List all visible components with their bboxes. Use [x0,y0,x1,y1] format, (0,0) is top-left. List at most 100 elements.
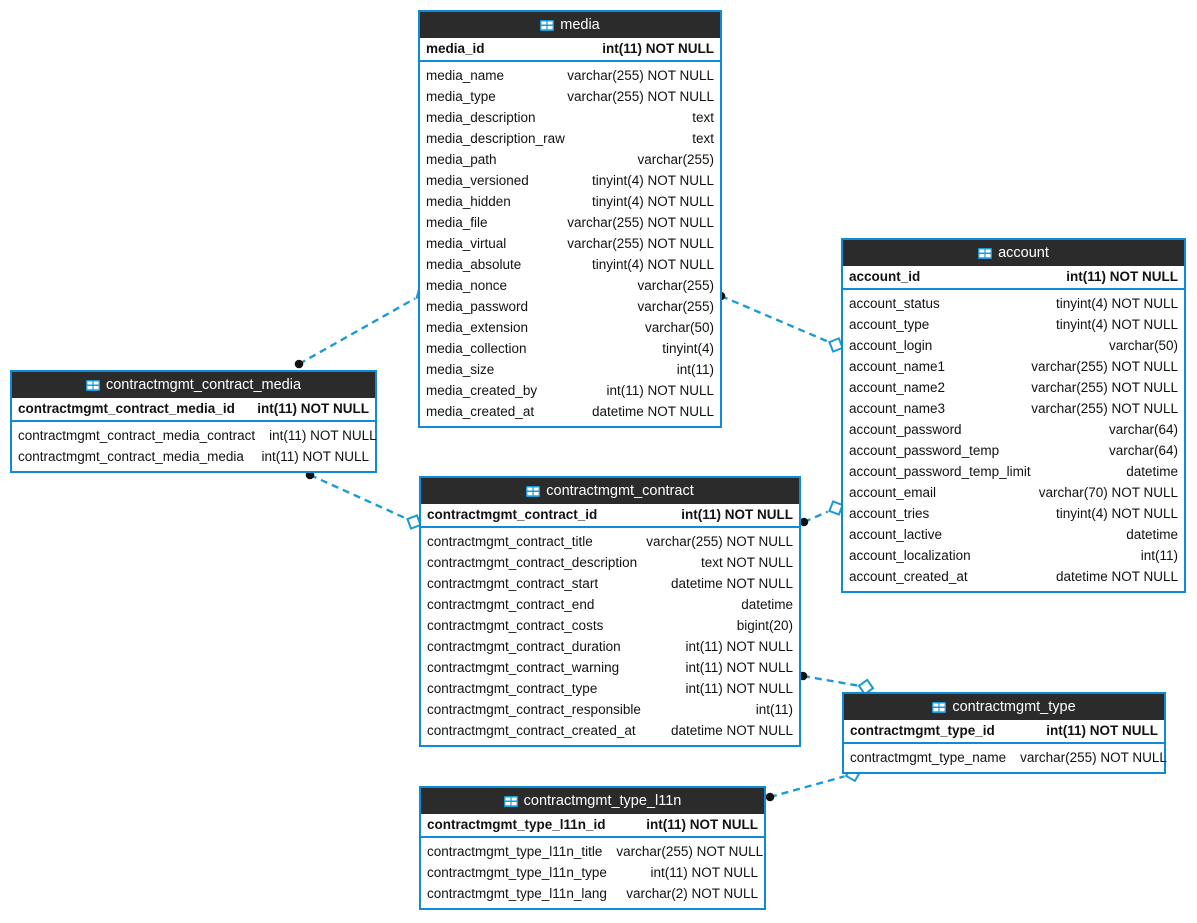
column-type: varchar(255) NOT NULL [1031,380,1178,395]
entity-contractmgmt-contract-media[interactable]: contractmgmt_contract_media contractmgmt… [10,370,377,473]
primary-key-row: contractmgmt_contract_media_id int(11) N… [12,398,375,422]
column-name: media_size [426,362,495,377]
column-row: media_created_at datetime NOT NULL [420,401,720,422]
column-name: contractmgmt_type_l11n_lang [427,886,607,901]
column-name: media_nonce [426,278,508,293]
column-type: datetime [1126,527,1178,542]
primary-key-row: account_id int(11) NOT NULL [843,266,1184,290]
column-type: datetime [741,597,793,612]
column-name: contractmgmt_type_l11n_title [427,844,603,859]
column-name: account_tries [849,506,930,521]
column-type: int(11) NOT NULL [650,865,758,880]
entity-title: media [560,17,600,33]
column-name: contractmgmt_contract_media_contract [18,428,256,443]
column-row: contractmgmt_contract_media_media int(11)… [12,446,375,467]
column-row: contractmgmt_contract_end datetime [421,594,799,615]
column-type: tinyint(4) NOT NULL [591,194,714,209]
column-name: media_extension [426,320,529,335]
column-name: contractmgmt_type_name [850,750,1007,765]
column-type: int(11) NOT NULL [1066,269,1178,284]
column-name: contractmgmt_contract_media_id [18,401,235,416]
column-type: tinyint(4) NOT NULL [1055,506,1178,521]
column-type: varchar(70) NOT NULL [1038,485,1178,500]
column-name: account_name3 [849,401,946,416]
column-name: media_type [426,89,496,104]
entity-contractmgmt-contract[interactable]: contractmgmt_contract contractmgmt_contr… [419,476,801,747]
column-name: contractmgmt_contract_media_media [18,449,244,464]
column-type: varchar(255) NOT NULL [1031,401,1178,416]
relationship-endpoint-dot [765,792,775,802]
column-name: account_id [849,269,921,284]
relationship-media-to-account[interactable] [716,291,846,355]
column-row: media_created_by int(11) NOT NULL [420,380,720,401]
column-type: tinyint(4) NOT NULL [591,257,714,272]
column-type: text NOT NULL [700,555,793,570]
column-name: contractmgmt_contract_id [427,507,598,522]
column-name: account_name1 [849,359,946,374]
relationship-line [720,294,829,343]
column-name: media_name [426,68,505,83]
column-type: varchar(255) [637,152,714,167]
relationship-endpoint-dot [294,359,304,369]
entity-header-media: media [420,12,720,38]
column-row: account_type tinyint(4) NOT NULL [843,314,1184,335]
column-type: varchar(255) NOT NULL [567,215,714,230]
relationship-line [769,775,845,799]
column-type: int(11) NOT NULL [606,383,714,398]
column-name: media_created_at [426,404,535,419]
column-type: int(11) NOT NULL [261,449,369,464]
table-icon [526,485,541,497]
column-name: media_created_by [426,383,538,398]
primary-key-row: contractmgmt_type_id int(11) NOT NULL [844,720,1164,744]
relationship-contractmgmt_contract_media-to-contractmgmt_contract[interactable] [305,470,424,532]
entity-contractmgmt-type-l11n[interactable]: contractmgmt_type_l11n contractmgmt_type… [419,786,766,910]
column-type: int(11) [676,362,714,377]
column-name: account_type [849,317,930,332]
entity-header-contractmgmt-contract: contractmgmt_contract [421,478,799,504]
entity-columns: contractmgmt_contract_media_contract int(… [12,422,377,471]
column-type: int(11) NOT NULL [685,639,793,654]
entity-account[interactable]: account account_id int(11) NOT NULL acco… [841,238,1186,593]
column-name: contractmgmt_contract_responsible [427,702,641,717]
relationship-contractmgmt_contract_media-to-media[interactable] [294,284,433,369]
column-row: account_tries tinyint(4) NOT NULL [843,503,1184,524]
column-type: int(11) [1140,548,1178,563]
entity-contractmgmt-type[interactable]: contractmgmt_type contractmgmt_type_id i… [842,692,1167,774]
column-type: datetime NOT NULL [1055,569,1178,584]
column-name: media_password [426,299,529,314]
column-row: contractmgmt_type_l11n_type int(11) NOT N… [421,862,764,883]
column-name: contractmgmt_type_l11n_type [427,865,607,880]
column-type: datetime NOT NULL [591,404,714,419]
column-name: media_id [426,41,485,56]
table-icon [540,19,555,31]
entity-header-contractmgmt-type: contractmgmt_type [844,694,1164,720]
column-type: int(11) [755,702,793,717]
column-type: int(11) NOT NULL [1046,723,1158,738]
entity-title: contractmgmt_contract_media [105,377,302,393]
column-name: contractmgmt_contract_end [427,597,595,612]
relationship-contractmgmt_contract-to-account[interactable] [799,499,846,527]
entity-media[interactable]: media media_id int(11) NOT NULL media_na… [418,10,722,428]
column-type: tinyint(4) [662,341,714,356]
column-type: varchar(50) [644,320,714,335]
column-name: account_lactive [849,527,943,542]
column-type: tinyint(4) NOT NULL [1055,317,1178,332]
entity-title: account [998,245,1049,261]
relationship-line [309,473,407,520]
